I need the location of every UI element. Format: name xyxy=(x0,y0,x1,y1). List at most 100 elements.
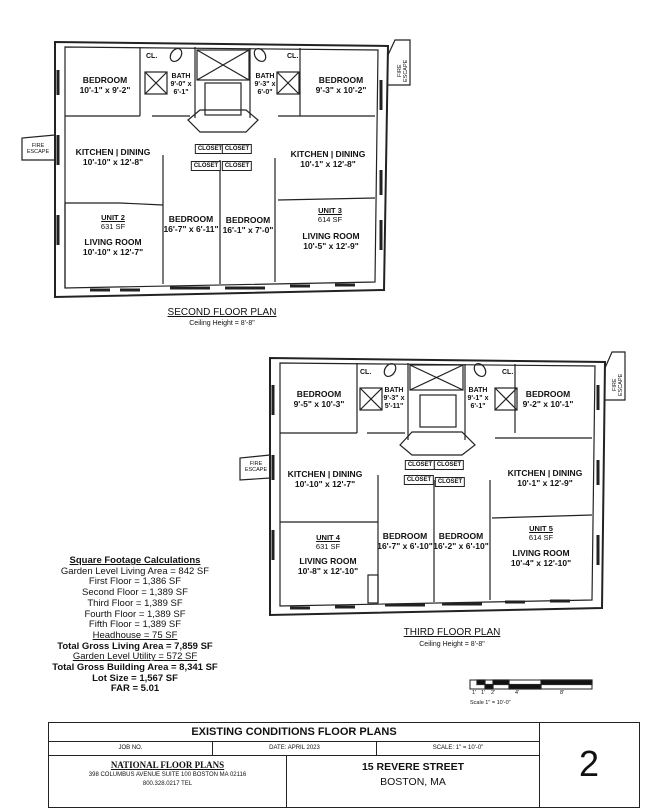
sqft-line: Second Floor = 1,389 SF xyxy=(82,587,188,599)
room-dimensions: 16'-7" x 6'-11" xyxy=(163,224,219,234)
room-dimensions: 5'-11" xyxy=(384,403,404,410)
room-dimensions: 10'-10" x 12'-8" xyxy=(82,157,144,167)
room-name: BEDROOM xyxy=(225,215,271,225)
sheet-title: EXISTING CONDITIONS FLOOR PLANS xyxy=(49,723,540,742)
room-dimensions: 10'-1" x 12'-9" xyxy=(517,478,573,488)
closet-label: CL. xyxy=(287,53,299,60)
room-dimensions: 10'-1" x 12'-8" xyxy=(300,159,356,169)
scale-bar xyxy=(469,679,593,690)
company-address: 398 COLUMBUS AVENUE SUITE 100 BOSTON MA … xyxy=(88,772,247,778)
room-dimensions: 9'-3" x xyxy=(254,81,276,88)
unit-name: UNIT 2 xyxy=(101,213,125,222)
room-name: BATH xyxy=(171,73,191,80)
room-dimensions: 10'-1" x 9'-2" xyxy=(79,85,131,95)
unit-name: UNIT 4 xyxy=(316,533,340,542)
closet-label: CL. xyxy=(146,53,158,60)
room-dimensions: 9'-3" x 10'-2" xyxy=(315,85,367,95)
room-dimensions: 10'-10" x 12'-7" xyxy=(82,247,144,257)
sqft-line: Garden Level Utility = 572 SF xyxy=(72,651,198,663)
room-dimensions: 16'-1" x 7'-0" xyxy=(222,225,274,235)
room-name: KITCHEN | DINING xyxy=(507,468,583,478)
unit-area: 614 SF xyxy=(317,215,343,224)
date: DATE: APRIL 2023 xyxy=(213,742,377,756)
room-name: BEDROOM xyxy=(438,531,484,541)
property-city: BOSTON, MA xyxy=(380,776,446,788)
property-street: 15 REVERE STREET xyxy=(361,761,465,773)
room-name: KITCHEN | DINING xyxy=(290,149,366,159)
fire-escape-label: FIRE ESCAPE xyxy=(26,143,50,155)
company-phone: 800.328.0217 TEL xyxy=(142,781,193,787)
closet: CLOSET xyxy=(404,460,436,470)
scale-tick: 1' xyxy=(481,690,486,696)
room-dimensions: 10'-10" x 12'-7" xyxy=(294,479,356,489)
sqft-heading: Square Footage Calculations xyxy=(69,555,201,566)
scale-tick: 4' xyxy=(515,690,520,696)
closet: CLOSET xyxy=(221,161,253,171)
room-name: KITCHEN | DINING xyxy=(75,147,151,157)
room-dimensions: 6'-1" xyxy=(173,89,189,96)
room-dimensions: 10'-4" x 12'-10" xyxy=(510,558,572,568)
closet: CLOSET xyxy=(194,144,226,154)
room-dimensions: 9'-3" x xyxy=(383,395,405,402)
room-dimensions: 6'-0" xyxy=(257,89,273,96)
room-name: KITCHEN | DINING xyxy=(287,469,363,479)
sqft-lot: Lot Size = 1,567 SF xyxy=(92,672,178,684)
property-info: 15 REVERE STREET BOSTON, MA xyxy=(287,756,540,807)
room-name: BEDROOM xyxy=(82,75,128,85)
room-name: BATH xyxy=(384,387,404,394)
company-info: NATIONAL FLOOR PLANS 398 COLUMBUS AVENUE… xyxy=(49,756,287,807)
unit-name: UNIT 3 xyxy=(318,206,342,215)
sheet-number: 2 xyxy=(578,743,600,784)
sqft-line: Garden Level Living Area = 842 SF xyxy=(60,565,210,577)
room-dimensions: 10'-5" x 12'-9" xyxy=(303,241,359,251)
ceiling-height: Ceiling Height = 8'-8" xyxy=(419,641,485,648)
sqft-line: Headhouse = 75 SF xyxy=(92,629,178,641)
room-name: BEDROOM xyxy=(318,75,364,85)
sqft-line: Third Floor = 1,389 SF xyxy=(87,597,183,609)
fire-escape-label: FIRE ESCAPE xyxy=(612,373,624,397)
scale-label: Scale 1" = 10'-0" xyxy=(470,700,511,706)
closet: CLOSET xyxy=(433,460,465,470)
unit-area: 631 SF xyxy=(315,542,341,551)
room-name: LIVING ROOM xyxy=(512,548,570,558)
third-floor-outline xyxy=(239,351,626,617)
title-block: EXISTING CONDITIONS FLOOR PLANS JOB NO. … xyxy=(48,722,640,808)
room-dimensions: 9'-0" x xyxy=(170,81,192,88)
room-dimensions: 9'-1" x xyxy=(467,395,489,402)
closet: CLOSET xyxy=(434,477,466,487)
room-dimensions: 6'-1" xyxy=(470,403,486,410)
room-name: BEDROOM xyxy=(525,389,571,399)
room-name: LIVING ROOM xyxy=(302,231,360,241)
sqft-total: Total Gross Building Area = 8,341 SF xyxy=(52,662,218,674)
room-name: BEDROOM xyxy=(168,214,214,224)
room-dimensions: 10'-8" x 12'-10" xyxy=(297,566,359,576)
room-name: BEDROOM xyxy=(296,389,342,399)
fire-escape-label: FIRE ESCAPE xyxy=(397,59,409,83)
room-dimensions: 9'-5" x 10'-3" xyxy=(293,399,345,409)
sqft-line: Fifth Floor = 1,389 SF xyxy=(88,619,182,631)
room-dimensions: 16'-2" x 6'-10" xyxy=(433,541,489,551)
scale-tick: 2' xyxy=(491,690,496,696)
closet-label: CL. xyxy=(502,369,514,376)
scale-tick: 1' xyxy=(472,690,477,696)
plan-title: SECOND FLOOR PLAN xyxy=(167,307,277,318)
sqft-line: First Floor = 1,386 SF xyxy=(88,576,182,588)
